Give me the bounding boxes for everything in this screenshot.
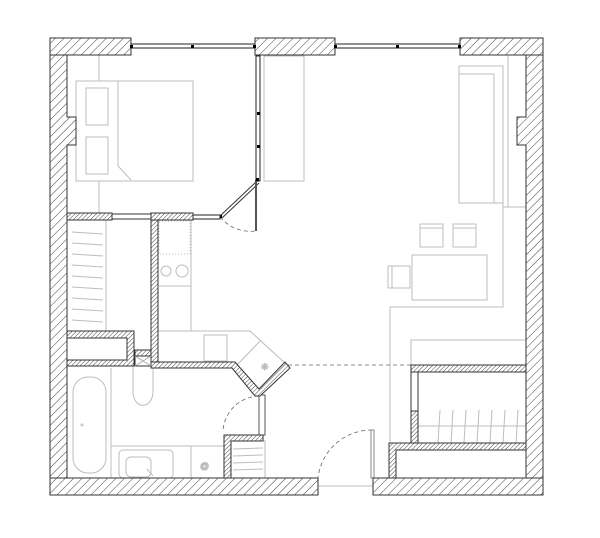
furniture: ✳ @: [71, 55, 526, 487]
nightstand-top: [85, 87, 109, 126]
hall-wall: [223, 434, 264, 479]
door-swings: [219, 216, 411, 479]
wall-right: [516, 37, 544, 496]
living-zone-outline: [389, 203, 504, 478]
kitchen-angled-wall: [150, 361, 291, 397]
duct-box-wall: [134, 349, 152, 357]
chair: [419, 223, 444, 248]
kitchen-counter: ✳: [158, 219, 287, 373]
dining-table: [411, 254, 488, 301]
closet-rail: [418, 409, 526, 444]
bedroom-glass-low: [192, 214, 221, 220]
bedroom-door-leaf: [219, 180, 260, 219]
bedroom-wall-left: [66, 212, 113, 221]
wall-top-middle: [254, 37, 336, 56]
stove-burner: [175, 264, 189, 278]
exterior-walls: [49, 37, 544, 496]
wall-top-left: [49, 37, 132, 56]
windows: [130, 43, 461, 220]
living-wardrobe: [458, 56, 526, 208]
interior-walls: [66, 212, 527, 479]
closet-top-outline: [410, 339, 526, 365]
entrance-door-leaf: [370, 429, 375, 479]
shoe-rack: [230, 440, 266, 479]
closet-bottom-wall: [388, 442, 527, 479]
kitchen-wall: [150, 219, 159, 363]
chair: [452, 223, 477, 248]
washbasin: @: [111, 445, 224, 479]
doors: [219, 180, 375, 479]
wall-top-right: [459, 37, 544, 56]
entrance-door-swing: [317, 429, 373, 479]
kitchen-sink: [203, 334, 228, 362]
boiler-spiral-icon: @: [200, 461, 209, 471]
bathroom-door-swing: [222, 395, 260, 433]
nightstand-bottom: [85, 136, 109, 175]
closet-top-wall: [410, 364, 527, 373]
wall-bottom-left: [49, 477, 319, 496]
bed: [75, 55, 194, 213]
wardrobe-left: [71, 220, 107, 331]
bathroom-door-frame: [258, 394, 266, 436]
bedroom-wall-right: [150, 212, 194, 221]
toilet: [132, 366, 154, 406]
bedroom-glass-partition: [255, 55, 261, 182]
ceiling-light-icon: ✳: [261, 362, 269, 372]
bedroom-door-swing: [219, 216, 257, 232]
closet-side-wall: [410, 410, 419, 444]
bedroom-wardrobe: [263, 55, 305, 182]
bathroom-duct-wall: [66, 330, 135, 367]
stove-burner: [160, 265, 172, 277]
chair: [387, 265, 411, 289]
wall-bottom-right: [372, 477, 544, 496]
dining-set: [387, 223, 488, 301]
bedroom-opening: [111, 213, 152, 220]
wall-left: [49, 37, 77, 496]
bathtub: [72, 376, 107, 474]
